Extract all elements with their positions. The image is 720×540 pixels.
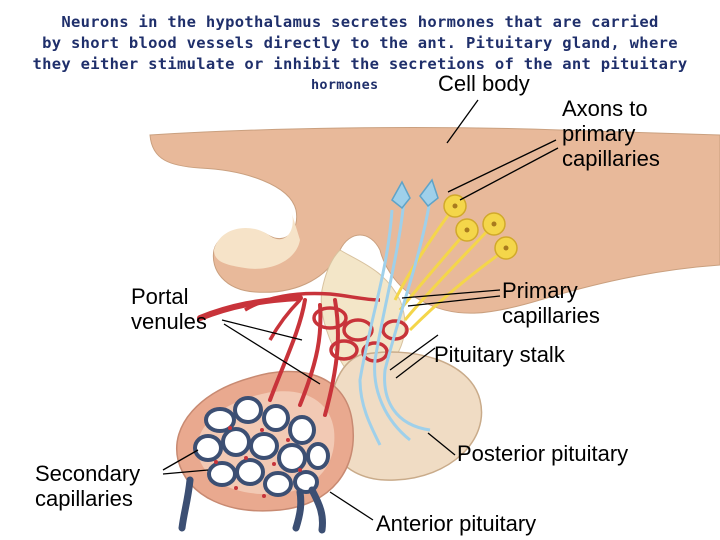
- cell-bodies-yellow: [443, 194, 518, 260]
- label-anterior-pituitary: Anterior pituitary: [376, 511, 536, 536]
- heading-line-2: by short blood vessels directly to the a…: [42, 34, 678, 52]
- label-secondary-capillaries: Secondary capillaries: [35, 461, 140, 511]
- hypothalamus-tissue: [149, 127, 720, 314]
- label-posterior-text: Posterior pituitary: [457, 441, 629, 466]
- label-portal-line-2: venules: [131, 309, 207, 334]
- heading-line-1: Neurons in the hypothalamus secretes hor…: [61, 13, 659, 31]
- superior-hypophyseal-artery: [197, 295, 303, 321]
- label-anterior-text: Anterior pituitary: [376, 511, 537, 536]
- label-pituitary-stalk: Pituitary stalk: [434, 342, 565, 367]
- diagram-heading: Neurons in the hypothalamus secretes hor…: [24, 12, 696, 96]
- label-axons-line-2: primary: [562, 121, 636, 146]
- third-ventricle: [214, 214, 300, 269]
- label-axons-to-primary-capillaries: Axons to primary capillaries: [562, 96, 660, 171]
- neuron-axons-blue: [358, 189, 432, 446]
- leader-lines: [162, 99, 559, 521]
- label-primary-capillaries: Primary capillaries: [502, 278, 600, 328]
- label-cell-body-text: Cell body: [438, 71, 530, 96]
- label-axons-line-1: Axons to: [562, 96, 648, 121]
- label-primary-line-2: capillaries: [502, 303, 600, 328]
- heading-line-4: hormones: [311, 77, 379, 93]
- label-portal-venules: Portal venules: [131, 284, 207, 334]
- label-stalk-text: Pituitary stalk: [434, 342, 565, 367]
- label-primary-line-1: Primary: [502, 278, 578, 303]
- capillary-red-dots: [214, 426, 302, 498]
- secondary-capillary-outflow: [178, 476, 326, 534]
- label-cell-body: Cell body: [438, 71, 530, 96]
- secondary-capillary-network: [193, 396, 330, 497]
- cell-body-nuclei: [452, 203, 509, 251]
- label-portal-line-1: Portal: [131, 284, 189, 309]
- label-posterior-pituitary: Posterior pituitary: [457, 441, 628, 466]
- label-secondary-line-1: Secondary: [35, 461, 141, 486]
- label-axons-line-3: capillaries: [562, 146, 660, 171]
- cell-bodies-blue: [391, 178, 439, 210]
- heading-line-3: they either stimulate or inhibit the sec…: [32, 55, 688, 73]
- neuron-axons-yellow: [393, 209, 506, 332]
- label-secondary-line-2: capillaries: [35, 486, 133, 511]
